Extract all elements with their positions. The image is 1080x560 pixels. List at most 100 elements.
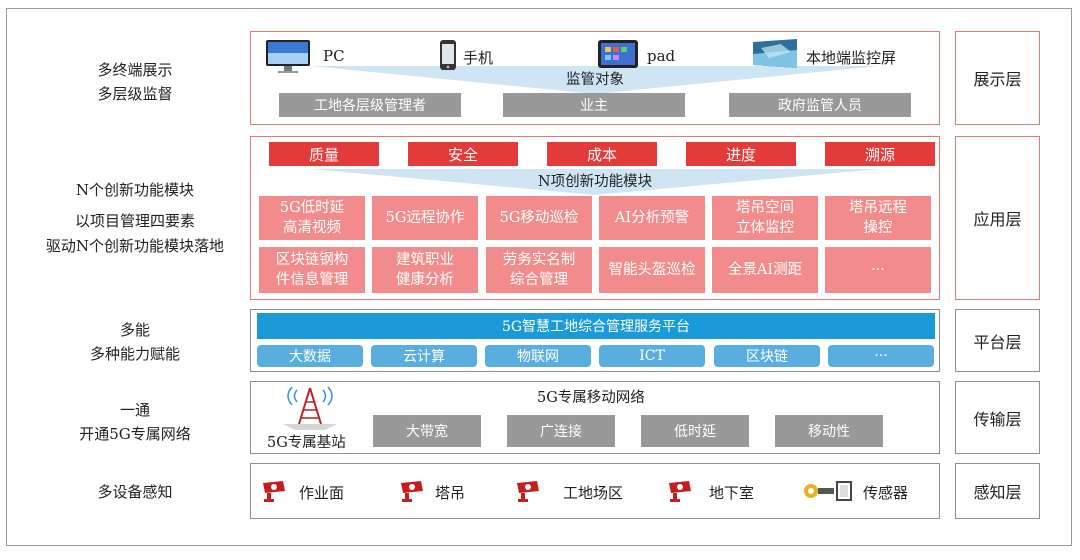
module-mobile-inspection: 5G移动巡检 bbox=[486, 196, 592, 240]
application-left-label-line3: 驱动N个创新功能模块落地 bbox=[45, 237, 225, 255]
capability-cloud: 云计算 bbox=[371, 345, 477, 367]
device-label-pad: pad bbox=[647, 47, 676, 65]
target-site-managers: 工地各层级管理者 bbox=[279, 93, 461, 117]
sensing-left-label-line1: 多设备感知 bbox=[97, 483, 173, 501]
module-remote-collaboration: 5G远程协作 bbox=[372, 196, 478, 240]
camera-icon bbox=[517, 481, 539, 502]
module-text: ··· bbox=[871, 262, 885, 278]
module-low-latency-video: 5G低时延高清视频 bbox=[259, 196, 365, 240]
sensing-label-work-surface: 作业面 bbox=[299, 484, 345, 502]
monitor-screen-icon bbox=[753, 39, 797, 68]
platform-title-bar: 5G智慧工地综合管理服务平台 bbox=[257, 313, 935, 339]
sensor-icon bbox=[804, 481, 852, 501]
capability-blockchain: 区块链 bbox=[714, 345, 820, 367]
module-crane-remote-control: 塔吊远程操控 bbox=[825, 196, 931, 240]
display-left-label-line2: 多层级监督 bbox=[97, 85, 173, 103]
sensing-label-crane: 塔吊 bbox=[435, 484, 466, 502]
transport-left-label-line2: 开通5G专属网络 bbox=[79, 425, 191, 443]
camera-icon bbox=[401, 481, 423, 502]
sensing-label-basement: 地下室 bbox=[709, 484, 755, 502]
device-label-local-screen: 本地端监控屏 bbox=[806, 49, 897, 67]
application-panel: 质量 安全 成本 进度 溯源 N项创新功能模块 5G低时延高清视频 5G远程协作… bbox=[250, 136, 940, 300]
module-ai-warning: AI分析预警 bbox=[599, 196, 705, 240]
element-progress: 进度 bbox=[686, 142, 796, 166]
feature-connection: 广连接 bbox=[507, 415, 615, 447]
module-text: 立体监控 bbox=[736, 220, 794, 236]
capability-ict: ICT bbox=[599, 345, 705, 367]
capability-iot: 物联网 bbox=[485, 345, 591, 367]
display-left-label-line1: 多终端展示 bbox=[97, 61, 173, 79]
device-label-pc: PC bbox=[323, 47, 345, 65]
element-quality: 质量 bbox=[269, 142, 379, 166]
monitor-icon bbox=[266, 40, 310, 73]
layer-application: 应用层 bbox=[955, 136, 1040, 300]
feature-bandwidth: 大带宽 bbox=[373, 415, 481, 447]
module-panoramic-ai-ranging: 全景AI测距 bbox=[712, 247, 818, 293]
module-text: 建筑职业 bbox=[396, 252, 454, 268]
element-safety: 安全 bbox=[408, 142, 518, 166]
module-text: 5G低时延 bbox=[279, 200, 345, 216]
base-station-icon bbox=[283, 386, 337, 430]
module-text: 全景AI测距 bbox=[727, 262, 803, 278]
module-text: 智能头盔巡检 bbox=[608, 262, 696, 278]
element-cost: 成本 bbox=[547, 142, 657, 166]
innovation-module-banner: N项创新功能模块 bbox=[537, 174, 653, 190]
module-blockchain-steel: 区块链钢构件信息管理 bbox=[259, 247, 365, 293]
module-crane-spatial-monitor: 塔吊空间立体监控 bbox=[712, 196, 818, 240]
layer-platform: 平台层 bbox=[955, 309, 1040, 372]
module-more: ··· bbox=[825, 247, 931, 293]
element-traceability: 溯源 bbox=[825, 142, 935, 166]
application-left-label: N个创新功能模块 以项目管理四要素 驱动N个创新功能模块落地 bbox=[20, 178, 250, 259]
platform-left-label: 多能 多种能力赋能 bbox=[20, 318, 250, 366]
application-left-label-line1: N个创新功能模块 bbox=[75, 181, 195, 199]
module-text: 综合管理 bbox=[510, 272, 568, 288]
device-label-phone: 手机 bbox=[463, 49, 494, 67]
camera-icon bbox=[263, 481, 285, 502]
display-funnel-shape bbox=[311, 66, 879, 94]
module-text: 区块链钢构 bbox=[275, 252, 349, 268]
sensing-label-sensor: 传感器 bbox=[863, 484, 909, 502]
capability-big-data: 大数据 bbox=[257, 345, 363, 367]
base-station-label: 5G专属基站 bbox=[267, 435, 346, 451]
module-text: 5G移动巡检 bbox=[499, 210, 579, 226]
transport-left-label-line1: 一通 bbox=[119, 401, 150, 419]
layer-transport: 传输层 bbox=[955, 381, 1040, 454]
capability-more: ··· bbox=[828, 345, 934, 367]
platform-left-label-line2: 多种能力赋能 bbox=[89, 345, 180, 363]
feature-latency: 低时延 bbox=[641, 415, 749, 447]
application-left-label-line2: 以项目管理四要素 bbox=[74, 212, 195, 230]
module-occupational-health: 建筑职业健康分析 bbox=[372, 247, 478, 293]
module-text: 5G远程协作 bbox=[385, 210, 465, 226]
target-owner: 业主 bbox=[503, 93, 685, 117]
transport-panel: 5G专属基站 5G专属移动网络 大带宽 广连接 低时延 移动性 bbox=[250, 381, 940, 454]
layer-sensing: 感知层 bbox=[955, 463, 1040, 519]
module-text: 塔吊远程 bbox=[849, 200, 907, 216]
phone-icon bbox=[440, 40, 456, 70]
target-government: 政府监管人员 bbox=[729, 93, 911, 117]
module-text: AI分析预警 bbox=[614, 210, 690, 226]
feature-mobility: 移动性 bbox=[775, 415, 883, 447]
module-smart-helmet: 智能头盔巡检 bbox=[599, 247, 705, 293]
module-text: 件信息管理 bbox=[275, 272, 349, 288]
supervision-target-banner: 监管对象 bbox=[566, 72, 624, 88]
module-text: 操控 bbox=[863, 220, 893, 236]
module-text: 健康分析 bbox=[396, 272, 454, 288]
sensing-label-site-area: 工地场区 bbox=[563, 484, 624, 502]
sensing-panel: 作业面 塔吊 工地场区 地下室 传感器 bbox=[250, 463, 940, 519]
platform-panel: 5G智慧工地综合管理服务平台 大数据 云计算 物联网 ICT 区块链 ··· bbox=[250, 309, 940, 372]
module-text: 塔吊空间 bbox=[736, 200, 794, 216]
display-left-label: 多终端展示 多层级监督 bbox=[20, 58, 250, 106]
module-text: 高清视频 bbox=[283, 220, 341, 236]
transport-left-label: 一通 开通5G专属网络 bbox=[20, 398, 250, 446]
sensing-left-label: 多设备感知 bbox=[20, 480, 250, 504]
platform-left-label-line1: 多能 bbox=[119, 321, 150, 339]
camera-icon bbox=[669, 481, 691, 502]
display-panel: PC 手机 pad 本地端监控屏 监管对象 工地各层级管理者 业主 政府监管人员 bbox=[250, 31, 940, 125]
module-text: 劳务实名制 bbox=[502, 252, 576, 268]
transport-title: 5G专属移动网络 bbox=[537, 390, 645, 406]
application-funnel-shape bbox=[311, 169, 879, 195]
layer-display: 展示层 bbox=[955, 31, 1040, 125]
diagram-frame bbox=[6, 8, 1072, 546]
tablet-icon bbox=[598, 40, 638, 68]
module-labor-real-name: 劳务实名制综合管理 bbox=[486, 247, 592, 293]
